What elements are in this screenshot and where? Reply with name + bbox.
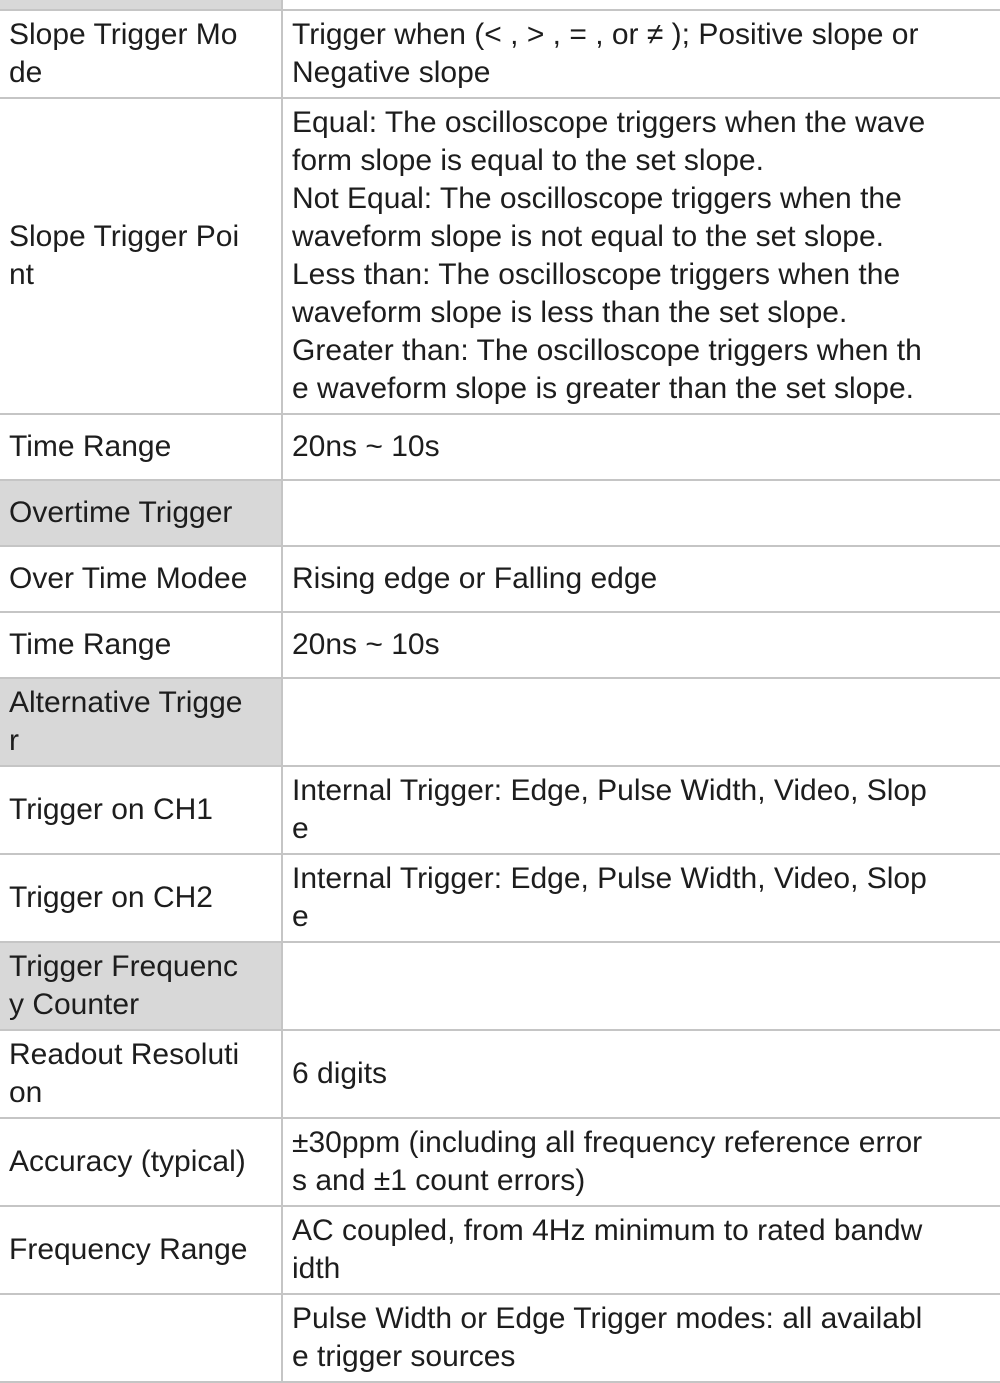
spec-label-cell: Trigger on CH1 (0, 765, 283, 855)
table-row: Trigger on CH1 Internal Trigger: Edge, P… (0, 765, 1000, 855)
spec-label-cell: Time Range (0, 413, 283, 481)
table-row: Slope Trigger Mo de Trigger when (< , > … (0, 9, 1000, 99)
spec-value-cell: 20ns ~ 10s (281, 413, 1000, 481)
spec-value-cell (281, 677, 1000, 767)
spec-label-cell: Trigger on CH2 (0, 853, 283, 943)
spec-value-cell: Internal Trigger: Edge, Pulse Width, Vid… (281, 765, 1000, 855)
spec-value-cell: Pulse Width or Edge Trigger modes: all a… (281, 1293, 1000, 1383)
spec-value-cell: Internal Trigger: Edge, Pulse Width, Vid… (281, 853, 1000, 943)
spec-label-cell: Readout Resoluti on (0, 1029, 283, 1119)
spec-value-cell: 20ns ~ 10s (281, 611, 1000, 679)
spec-value-cell: ±30ppm (including all frequency referenc… (281, 1117, 1000, 1207)
spec-value-cell: 6 digits (281, 1029, 1000, 1119)
spec-value-cell: Rising edge or Falling edge (281, 545, 1000, 613)
table-row-partial (0, 0, 1000, 11)
spec-value-cell (281, 479, 1000, 547)
table-row: Readout Resoluti on 6 digits (0, 1029, 1000, 1119)
section-header-cell: Overtime Trigger (0, 479, 283, 547)
spec-label-cell: Frequency Range (0, 1205, 283, 1295)
table-row-section: Trigger Frequenc y Counter (0, 941, 1000, 1031)
table-row: Time Range 20ns ~ 10s (0, 413, 1000, 481)
table-row: Frequency Range AC coupled, from 4Hz min… (0, 1205, 1000, 1295)
spec-label-cell: Time Range (0, 611, 283, 679)
table-row: Time Range 20ns ~ 10s (0, 611, 1000, 679)
section-header-cell (0, 0, 283, 11)
spec-value-cell (281, 941, 1000, 1031)
spec-value-cell (281, 0, 1000, 11)
table-row: Slope Trigger Poi nt Equal: The oscillos… (0, 97, 1000, 415)
table-row-section: Alternative Trigge r (0, 677, 1000, 767)
section-header-cell: Trigger Frequenc y Counter (0, 941, 283, 1031)
spec-label-cell: Over Time Modee (0, 545, 283, 613)
spec-label-cell: Slope Trigger Poi nt (0, 97, 283, 415)
spec-value-cell: Trigger when (< , > , = , or ≠ ); Positi… (281, 9, 1000, 99)
table-row-section: Overtime Trigger (0, 479, 1000, 547)
section-header-cell: Alternative Trigge r (0, 677, 283, 767)
spec-value-cell: Equal: The oscilloscope triggers when th… (281, 97, 1000, 415)
spec-label-cell (0, 1293, 283, 1383)
table-row: Trigger on CH2 Internal Trigger: Edge, P… (0, 853, 1000, 943)
spec-value-cell: AC coupled, from 4Hz minimum to rated ba… (281, 1205, 1000, 1295)
table-row: Pulse Width or Edge Trigger modes: all a… (0, 1293, 1000, 1383)
spec-label-cell: Accuracy (typical) (0, 1117, 283, 1207)
spec-label-cell: Slope Trigger Mo de (0, 9, 283, 99)
table-row: Over Time Modee Rising edge or Falling e… (0, 545, 1000, 613)
table-row: Accuracy (typical) ±30ppm (including all… (0, 1117, 1000, 1207)
